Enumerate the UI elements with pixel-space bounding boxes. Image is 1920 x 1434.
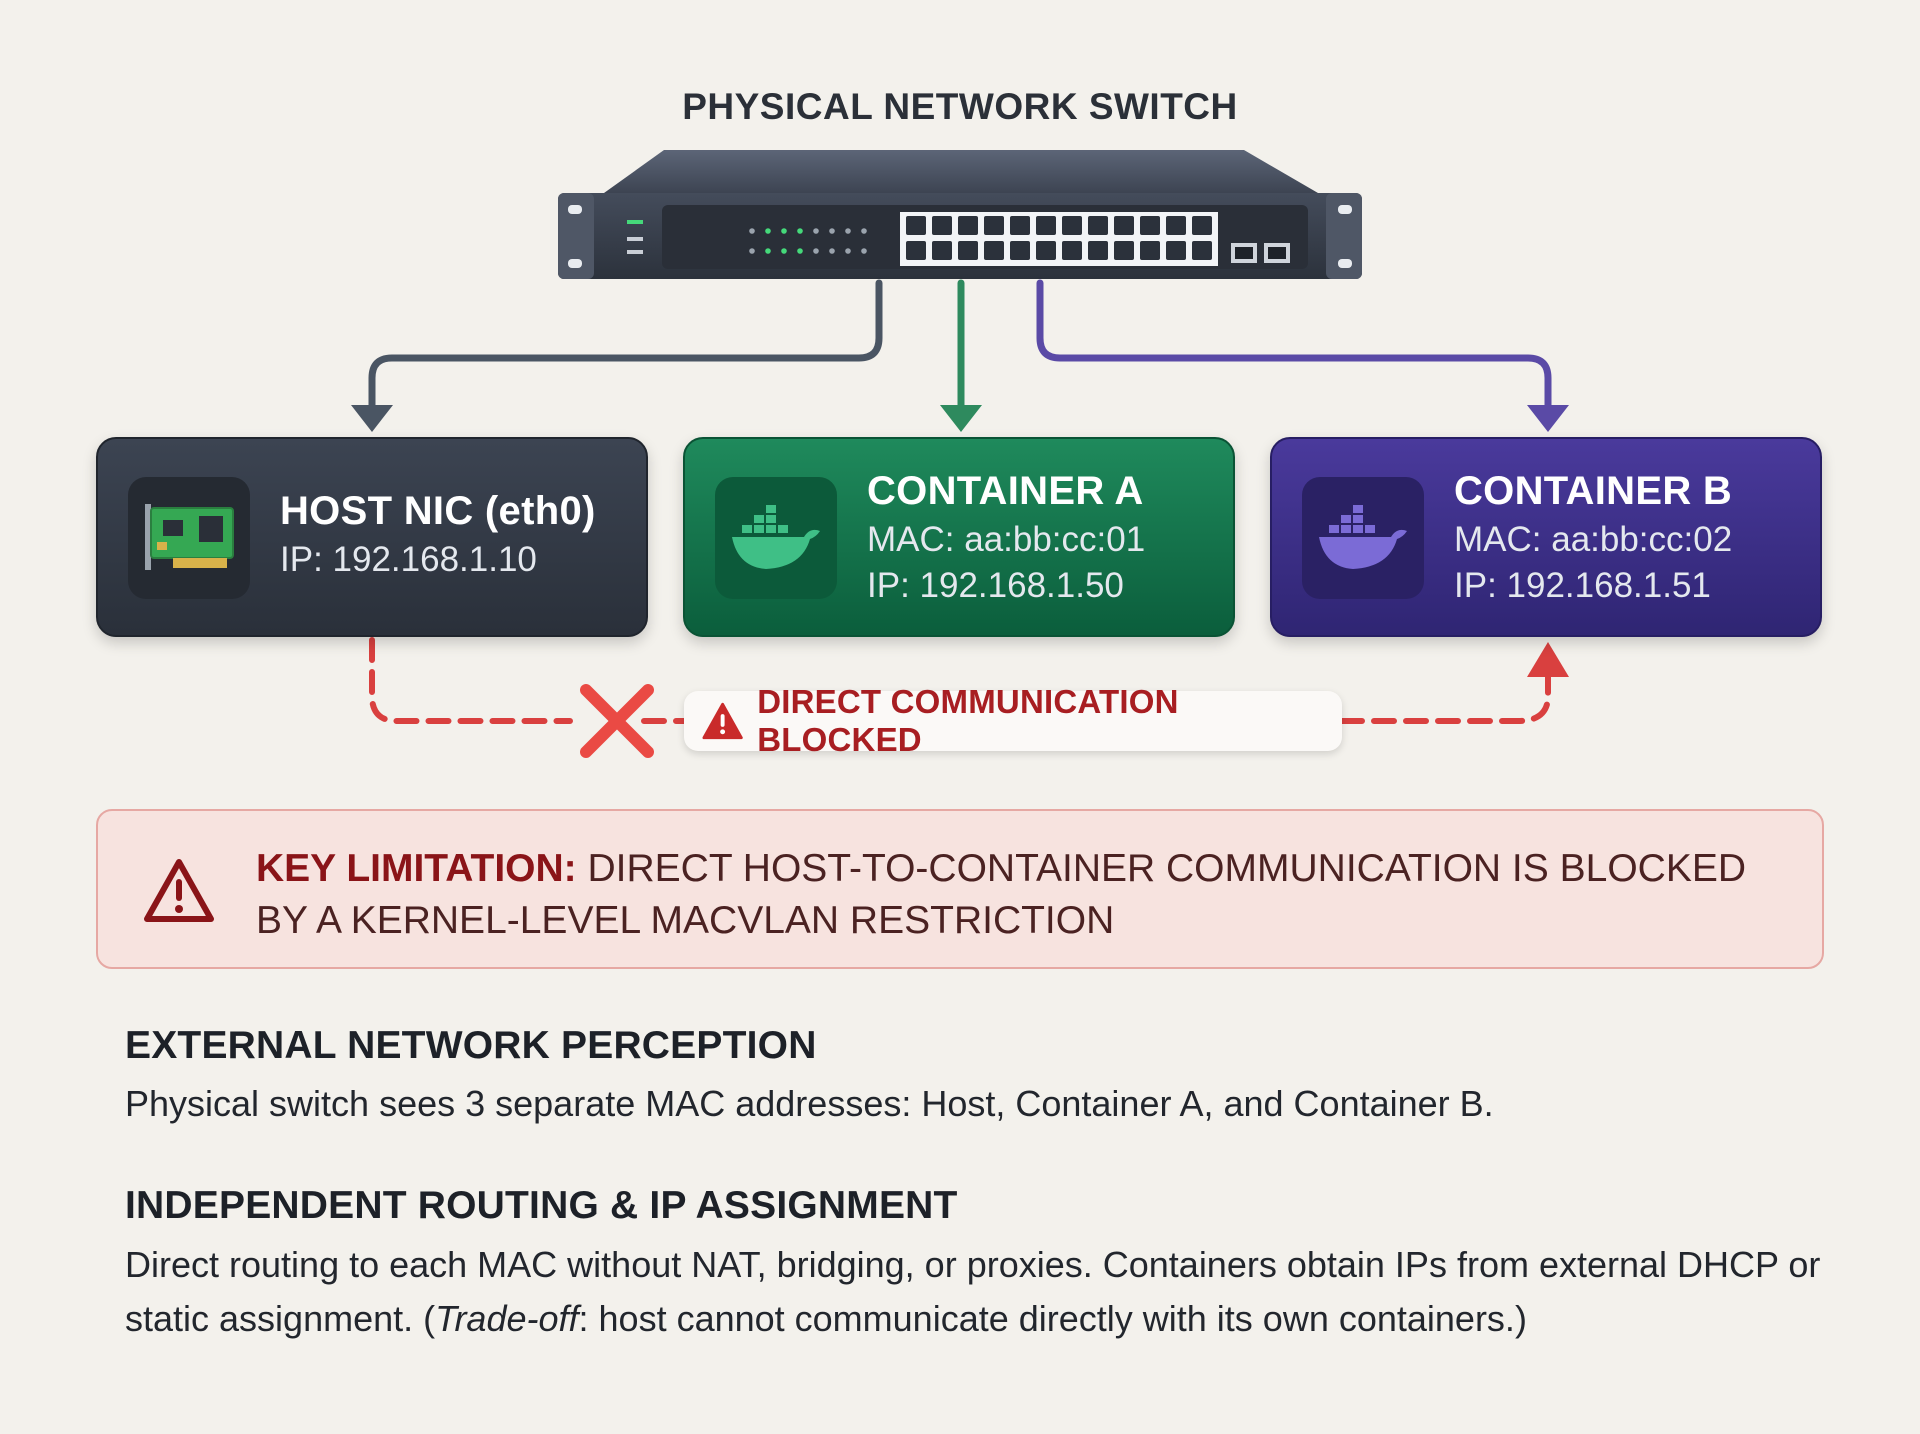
status-led [829,228,835,234]
ethernet-port [1114,216,1134,235]
key-limitation-text: DIRECT HOST-TO-CONTAINER COMMUNICATION I… [256,847,1747,942]
container-a-mac: MAC: aa:bb:cc:01 [867,520,1146,559]
network-switch-icon [558,150,1362,279]
status-leds [749,228,867,254]
container-b-ip: IP: 192.168.1.51 [1454,566,1711,605]
status-led [797,228,803,234]
status-led [765,248,771,254]
key-limitation-callout: KEY LIMITATION: DIRECT HOST-TO-CONTAINER… [96,809,1824,969]
ethernet-port [1166,241,1186,260]
network-card-icon [128,477,250,599]
section-title-independent-routing: INDEPENDENT ROUTING & IP ASSIGNMENT [125,1184,958,1227]
status-led [797,248,803,254]
host-nic-ip: IP: 192.168.1.10 [280,540,537,579]
status-led [861,228,867,234]
ethernet-port [932,216,952,235]
status-led [781,228,787,234]
link-container-a-arrowhead [940,405,982,432]
status-led [845,228,851,234]
ethernet-port [1140,216,1160,235]
ethernet-port [1062,241,1082,260]
warning-triangle-icon [144,859,214,922]
section-body-part-1: Direct routing to each MAC without NAT, … [125,1244,1821,1339]
ethernet-port [1010,241,1030,260]
section-body-part-2: : host cannot communicate directly with … [578,1298,1527,1339]
section-body-external-perception: Physical switch sees 3 separate MAC addr… [125,1083,1494,1124]
link-container-b-arrowhead [1527,405,1569,432]
blocked-link-dashed [369,637,1551,724]
container-a-card: CONTAINER A MAC: aa:bb:cc:01 IP: 192.168… [683,437,1235,637]
ethernet-port [932,241,952,260]
blocked-label-text: DIRECT COMMUNICATION BLOCKED [757,683,1179,758]
switch-title: PHYSICAL NETWORK SWITCH [682,86,1238,127]
ethernet-port [958,216,978,235]
blocked-link-arrowhead [1527,642,1569,677]
ethernet-port [1114,241,1134,260]
container-b-card: CONTAINER B MAC: aa:bb:cc:02 IP: 192.168… [1270,437,1822,637]
ethernet-port [906,241,926,260]
ethernet-port [1062,216,1082,235]
ethernet-port [958,241,978,260]
container-b-title: CONTAINER B [1454,469,1733,513]
docker-whale-icon [715,477,837,599]
ethernet-port [1192,216,1212,235]
status-led [749,228,755,234]
host-nic-card: HOST NIC (eth0) IP: 192.168.1.10 [96,437,648,637]
status-led [813,248,819,254]
ethernet-port [1088,241,1108,260]
section-body-independent-routing: Direct routing to each MAC without NAT, … [125,1238,1825,1346]
blocked-label: DIRECT COMMUNICATION BLOCKED [684,683,1342,758]
status-led [829,248,835,254]
section-title-external-perception: EXTERNAL NETWORK PERCEPTION [125,1024,817,1067]
ethernet-port [1088,216,1108,235]
ethernet-port [1036,241,1056,260]
ethernet-port [984,241,1004,260]
docker-whale-icon [1302,477,1424,599]
ethernet-port [1166,216,1186,235]
status-led [765,228,771,234]
ethernet-port [906,216,926,235]
link-host-arrowhead [351,405,393,432]
ethernet-port [1192,241,1212,260]
link-switch-to-host [368,279,883,412]
status-led [781,248,787,254]
status-led [749,248,755,254]
ethernet-port [984,216,1004,235]
status-led [861,248,867,254]
container-a-title: CONTAINER A [867,469,1144,513]
container-b-mac: MAC: aa:bb:cc:02 [1454,520,1733,559]
ethernet-port [1036,216,1056,235]
ethernet-port [1010,216,1030,235]
status-led [845,248,851,254]
blocked-x-icon [580,684,654,758]
ethernet-port [1140,241,1160,260]
container-a-ip: IP: 192.168.1.50 [867,566,1124,605]
status-led [813,228,819,234]
trade-off-emphasis: Trade-off [435,1298,579,1339]
host-nic-title: HOST NIC (eth0) [280,489,596,533]
link-switch-to-container-b [1036,279,1552,412]
key-limitation-label: KEY LIMITATION: [256,847,577,890]
ethernet-ports [906,216,1212,260]
warning-icon [702,702,743,740]
